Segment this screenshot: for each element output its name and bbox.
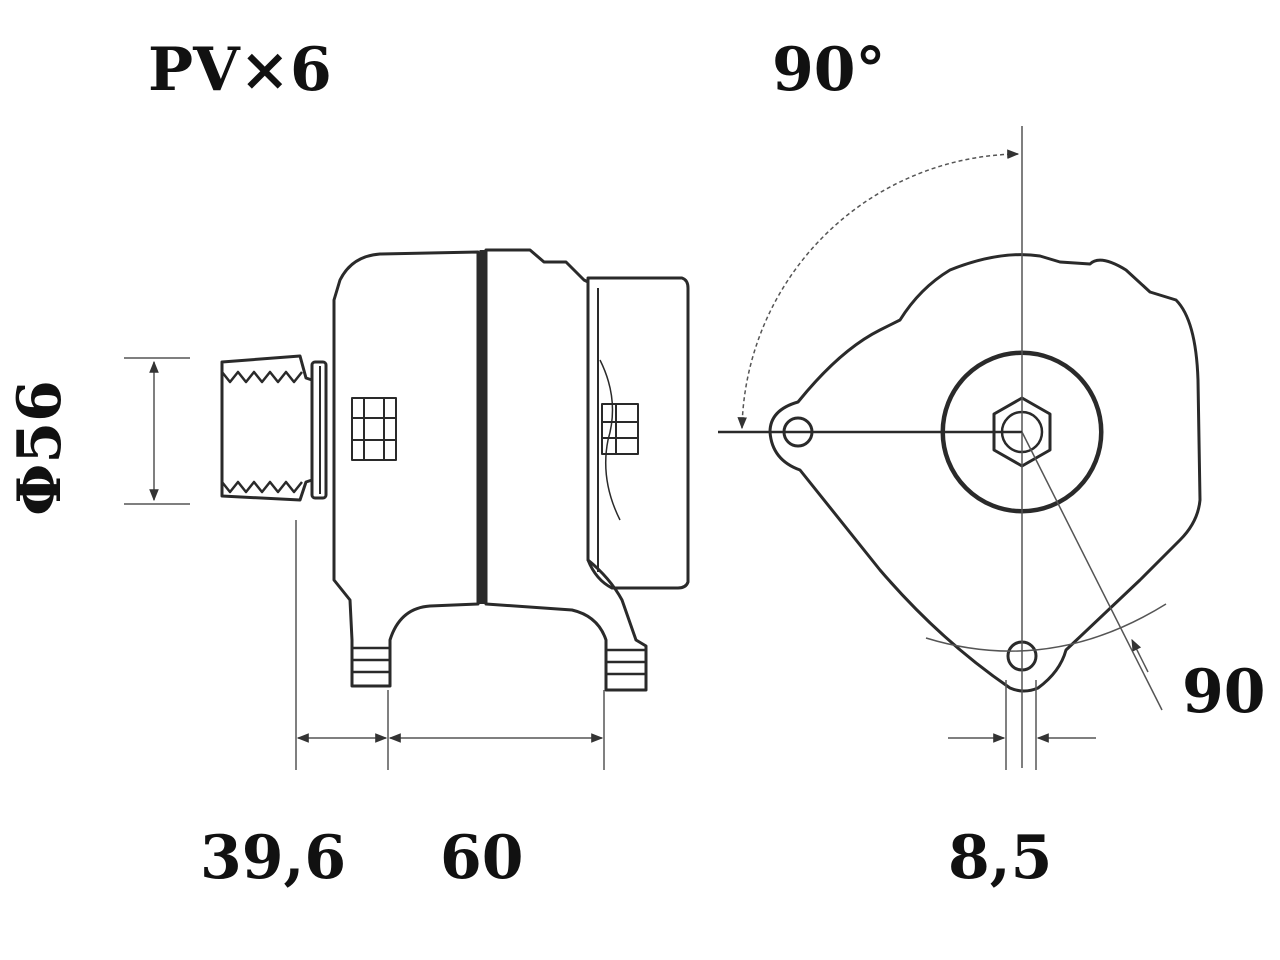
pulley <box>220 354 328 502</box>
mount-spacing-dimension: 60 <box>440 823 524 893</box>
angle-label: 90° <box>772 35 886 105</box>
side-view <box>220 248 690 692</box>
front-housing <box>332 250 480 688</box>
front-vent <box>351 397 397 461</box>
end-view <box>768 253 1202 693</box>
mounting-feet <box>352 646 646 676</box>
side-dimensions <box>124 357 605 770</box>
end-dimensions <box>718 126 1167 770</box>
end-housing <box>768 253 1202 693</box>
pulley-offset-dimension: 39,6 <box>200 823 347 893</box>
belt-profile-label: PV×6 <box>148 35 332 105</box>
radius-arc <box>925 603 1167 652</box>
angle-arc <box>737 149 1020 430</box>
radius-dimension: 90 <box>1182 657 1266 727</box>
diameter-label: Φ56 <box>5 380 75 516</box>
radius-leader <box>1021 431 1163 711</box>
rear-vent <box>599 359 639 521</box>
rear-housing <box>484 248 648 692</box>
bolt-width-dimension: 8,5 <box>948 823 1053 893</box>
rear-cover <box>586 276 690 590</box>
